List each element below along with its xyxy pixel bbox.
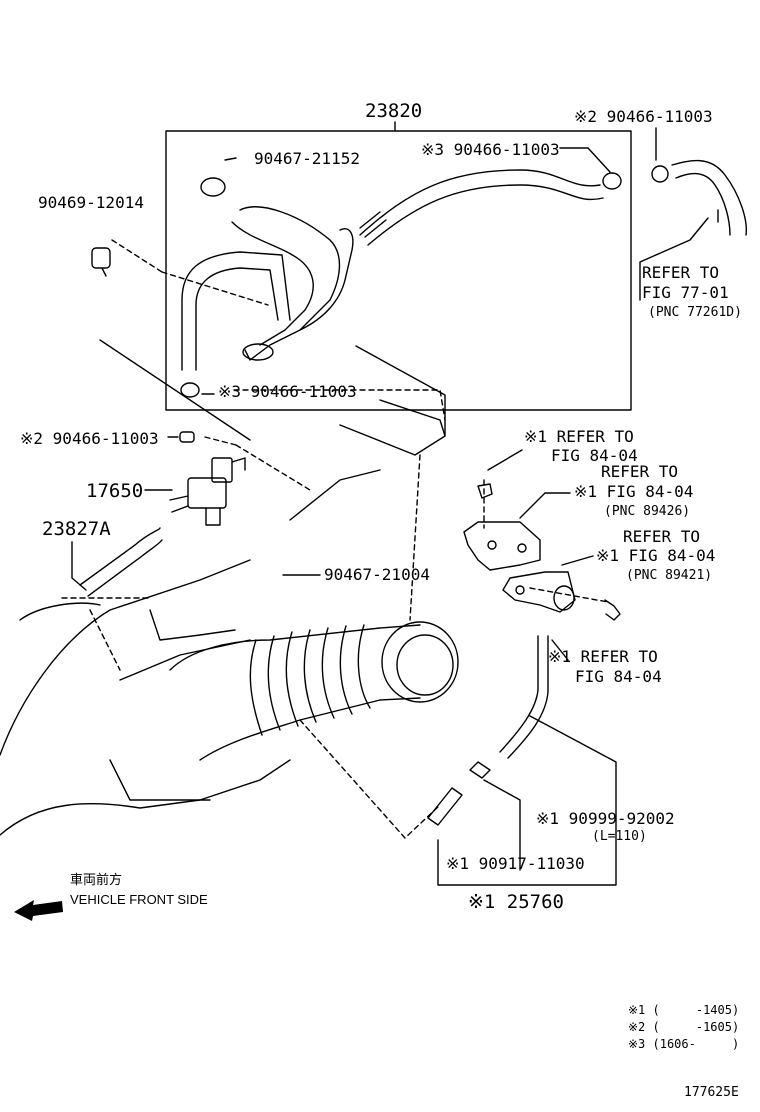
refer-84-04-c-pnc: (PNC 89421) bbox=[626, 568, 713, 583]
bolt-refer-84-04 bbox=[604, 599, 621, 621]
hose-23827a bbox=[79, 527, 161, 586]
part-label-90467-21152: 90467-21152 bbox=[254, 149, 360, 168]
engine-outline bbox=[0, 339, 446, 836]
nut-refer-84-04 bbox=[477, 483, 493, 499]
refer-84-04-c-line1: REFER TO bbox=[623, 527, 701, 546]
sensor-89421 bbox=[502, 571, 576, 613]
intake-hose-bellows bbox=[169, 621, 459, 761]
refer-84-04-d-line1: ※1 REFER TO bbox=[548, 647, 658, 666]
assembly-box-23820 bbox=[165, 130, 632, 411]
front-side-english: VEHICLE FRONT SIDE bbox=[70, 892, 208, 907]
refer-84-04-d-line2: FIG 84-04 bbox=[575, 667, 662, 686]
part-label-90466-in-box-bottom: ※3 90466-11003 bbox=[218, 382, 357, 401]
refer-84-04-b-line2: ※1 FIG 84-04 bbox=[574, 482, 694, 501]
refer-84-04-a-line2: FIG 84-04 bbox=[551, 446, 638, 465]
bracket-89426 bbox=[463, 521, 541, 571]
date-legend: ※1 ( -1405) ※2 ( -1605) ※3 (1606- ) bbox=[628, 1002, 739, 1053]
part-label-23827a: 23827A bbox=[42, 518, 111, 540]
refer-77-01-pnc: (PNC 77261D) bbox=[648, 305, 742, 320]
part-label-90999-92002: ※1 90999-92002 bbox=[536, 809, 675, 828]
part-label-25760: ※1 25760 bbox=[468, 891, 564, 913]
clamp-90466-top-right bbox=[651, 165, 669, 183]
hose-23820-upper bbox=[359, 169, 601, 236]
vsv-17650 bbox=[169, 457, 246, 526]
refer-84-04-b-pnc: (PNC 89426) bbox=[604, 504, 691, 519]
legend-line-3: ※3 (1606- ) bbox=[628, 1037, 740, 1051]
part-label-90466-in-box-top: ※3 90466-11003 bbox=[421, 140, 560, 159]
refer-77-01-line1: REFER TO bbox=[642, 263, 720, 282]
part-label-90466-left: ※2 90466-11003 bbox=[20, 429, 159, 448]
part-label-90466-top-right: ※2 90466-11003 bbox=[574, 107, 713, 126]
refer-84-04-c-line2: ※1 FIG 84-04 bbox=[596, 546, 716, 565]
part-label-90469-12014: 90469-12014 bbox=[38, 193, 144, 212]
part-label-23820: 23820 bbox=[365, 100, 423, 122]
front-arrow-icon bbox=[14, 900, 63, 921]
hose-90999-92002 bbox=[499, 635, 539, 753]
refer-77-01-line2: FIG 77-01 bbox=[642, 283, 729, 302]
legend-line-2: ※2 ( -1605) bbox=[628, 1020, 740, 1034]
figure-id: 177625E bbox=[684, 1085, 739, 1100]
connector-90917-11030 bbox=[469, 761, 491, 779]
refer-84-04-a-line1: ※1 REFER TO bbox=[524, 427, 634, 446]
front-side-japanese: 車両前方 bbox=[70, 872, 123, 887]
part-label-90999-length: (L=110) bbox=[592, 829, 647, 844]
clamp-90467-21152 bbox=[200, 177, 226, 197]
legend-line-1: ※1 ( -1405) bbox=[628, 1003, 740, 1017]
part-label-17650: 17650 bbox=[86, 480, 144, 502]
hose-23820-body bbox=[239, 206, 341, 361]
refer-84-04-b-line1: REFER TO bbox=[601, 462, 679, 481]
part-label-90917-11030: ※1 90917-11030 bbox=[446, 854, 585, 873]
part-label-90467-21004: 90467-21004 bbox=[324, 565, 430, 584]
hose-23820-lower-left bbox=[181, 251, 291, 371]
hose-77261d bbox=[671, 159, 747, 236]
